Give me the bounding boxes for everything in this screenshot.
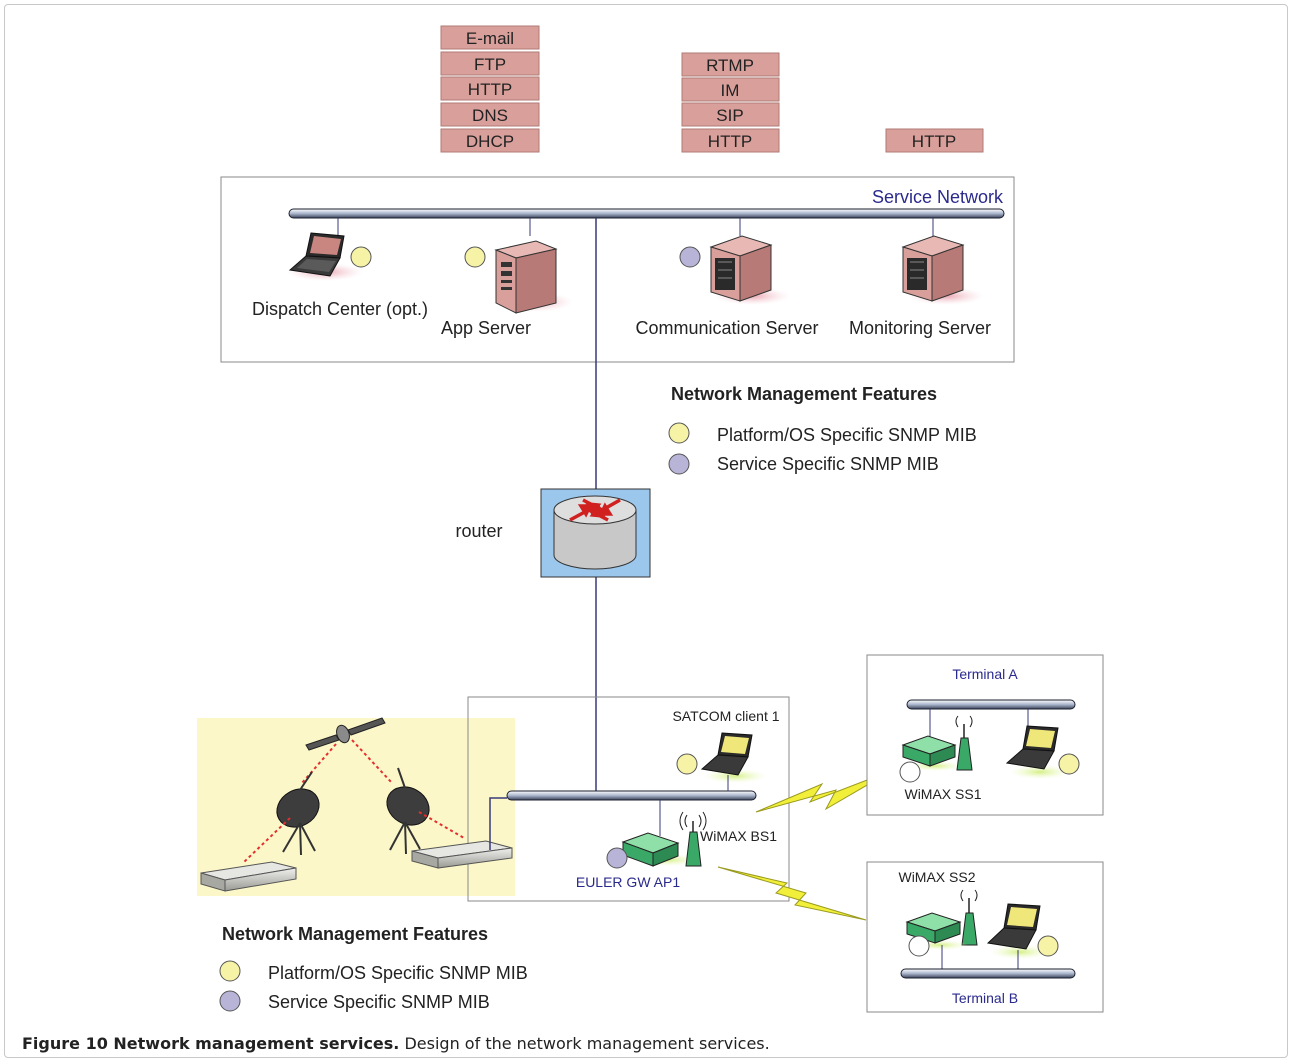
- terminal-b-laptop-icon: [986, 903, 1050, 959]
- legend-service-label: Service Specific SNMP MIB: [717, 454, 939, 474]
- platform-mib-indicator: [350, 246, 372, 268]
- dispatch-laptop-icon: [287, 232, 363, 281]
- protocol-label: HTTP: [468, 80, 512, 99]
- protocol-stack-comm: RTMP IM SIP HTTP: [681, 52, 780, 153]
- protocol-label: FTP: [474, 55, 506, 74]
- euler-gw-label: EULER GW AP1: [576, 874, 680, 890]
- satellite-segment: [200, 717, 513, 892]
- mib-indicator-empty: [899, 761, 921, 783]
- communication-server-label: Communication Server: [635, 318, 818, 338]
- protocol-label: SIP: [716, 106, 743, 125]
- legend-lower: Network Management Features Platform/OS …: [219, 924, 528, 1012]
- monitoring-server-icon: [901, 235, 984, 305]
- terminal-a-laptop-icon: [1005, 725, 1070, 779]
- terminal-a-title: Terminal A: [952, 666, 1018, 682]
- service-network-label: Service Network: [872, 187, 1004, 207]
- satellite-dish-icon: [276, 771, 320, 856]
- figure-frame: [4, 4, 1288, 1058]
- platform-mib-swatch: [668, 422, 690, 444]
- satellite-dish-icon: [386, 767, 430, 855]
- legend-service-label: Service Specific SNMP MIB: [268, 992, 490, 1012]
- wimax-ss2-antenna-icon: [960, 889, 978, 946]
- platform-mib-indicator: [1037, 935, 1059, 957]
- protocol-label: DNS: [472, 106, 508, 125]
- satellite-modem-icon: [200, 861, 297, 892]
- caption-title: Figure 10 Network management services.: [22, 1034, 400, 1053]
- legend-platform-label: Platform/OS Specific SNMP MIB: [717, 425, 977, 445]
- router-label: router: [455, 521, 502, 541]
- wimax-bs1-label: WiMAX BS1: [700, 828, 777, 844]
- wimax-ss2-label: WiMAX SS2: [898, 869, 975, 885]
- terminal-a-bus: [906, 699, 1076, 710]
- terminal-b-title: Terminal B: [952, 990, 1018, 1006]
- figure-caption: Figure 10 Network management services. D…: [22, 1034, 770, 1053]
- protocol-label: RTMP: [706, 56, 754, 75]
- protocol-label: DHCP: [466, 132, 514, 151]
- wireless-link-bolt-b: [717, 866, 867, 921]
- protocol-label: E-mail: [466, 29, 514, 48]
- protocol-label: HTTP: [708, 132, 752, 151]
- platform-mib-indicator: [1058, 753, 1080, 775]
- app-server-label: App Server: [441, 318, 531, 338]
- satellite-icon: [305, 717, 386, 751]
- platform-mib-indicator: [676, 753, 698, 775]
- protocol-stack-app: E-mail FTP HTTP DNS DHCP: [440, 25, 540, 153]
- satellite-modem-icon: [411, 840, 513, 869]
- wimax-ss1-antenna-icon: [955, 715, 973, 771]
- terminal-b-bus: [900, 968, 1076, 979]
- terminal-a: Terminal A WiMAX SS1: [866, 654, 1104, 816]
- protocol-label: HTTP: [912, 132, 956, 151]
- service-mib-swatch: [219, 990, 241, 1012]
- communication-server-icon: [709, 235, 790, 305]
- legend-platform-label: Platform/OS Specific SNMP MIB: [268, 963, 528, 983]
- mib-indicator-empty: [908, 935, 930, 957]
- legend-title: Network Management Features: [222, 924, 488, 944]
- protocol-stack-monitor: HTTP: [885, 128, 984, 153]
- legend-upper: Network Management Features Platform/OS …: [668, 384, 977, 475]
- service-mib-swatch: [668, 453, 690, 475]
- protocol-label: IM: [721, 81, 740, 100]
- router-icon: [540, 488, 651, 578]
- platform-mib-swatch: [219, 960, 241, 982]
- satcom-client-label: SATCOM client 1: [672, 708, 779, 724]
- service-mib-indicator: [679, 246, 701, 268]
- terminal-b: WiMAX SS2 Terminal B: [866, 861, 1104, 1013]
- monitoring-server-label: Monitoring Server: [849, 318, 991, 338]
- wimax-ss1-label: WiMAX SS1: [904, 786, 981, 802]
- app-server-icon: [494, 240, 573, 314]
- satcom-laptop-icon: [700, 732, 767, 783]
- field-network-bus: [506, 790, 757, 801]
- wimax-bs1-antenna-icon: [679, 811, 707, 867]
- euler-gateway-icon: [621, 832, 698, 867]
- dispatch-center-label: Dispatch Center (opt.): [252, 299, 428, 319]
- platform-mib-indicator: [464, 246, 486, 268]
- legend-title: Network Management Features: [671, 384, 937, 404]
- caption-text: Design of the network management service…: [399, 1034, 770, 1053]
- field-network: SATCOM client 1 WiMAX BS1 EUL: [467, 696, 790, 902]
- service-mib-indicator: [606, 847, 628, 869]
- wimax-ss1-modem-icon: [901, 735, 963, 771]
- service-network-bus: [288, 208, 1005, 219]
- service-network: Service Network Dispatch Center (opt.): [220, 176, 1015, 363]
